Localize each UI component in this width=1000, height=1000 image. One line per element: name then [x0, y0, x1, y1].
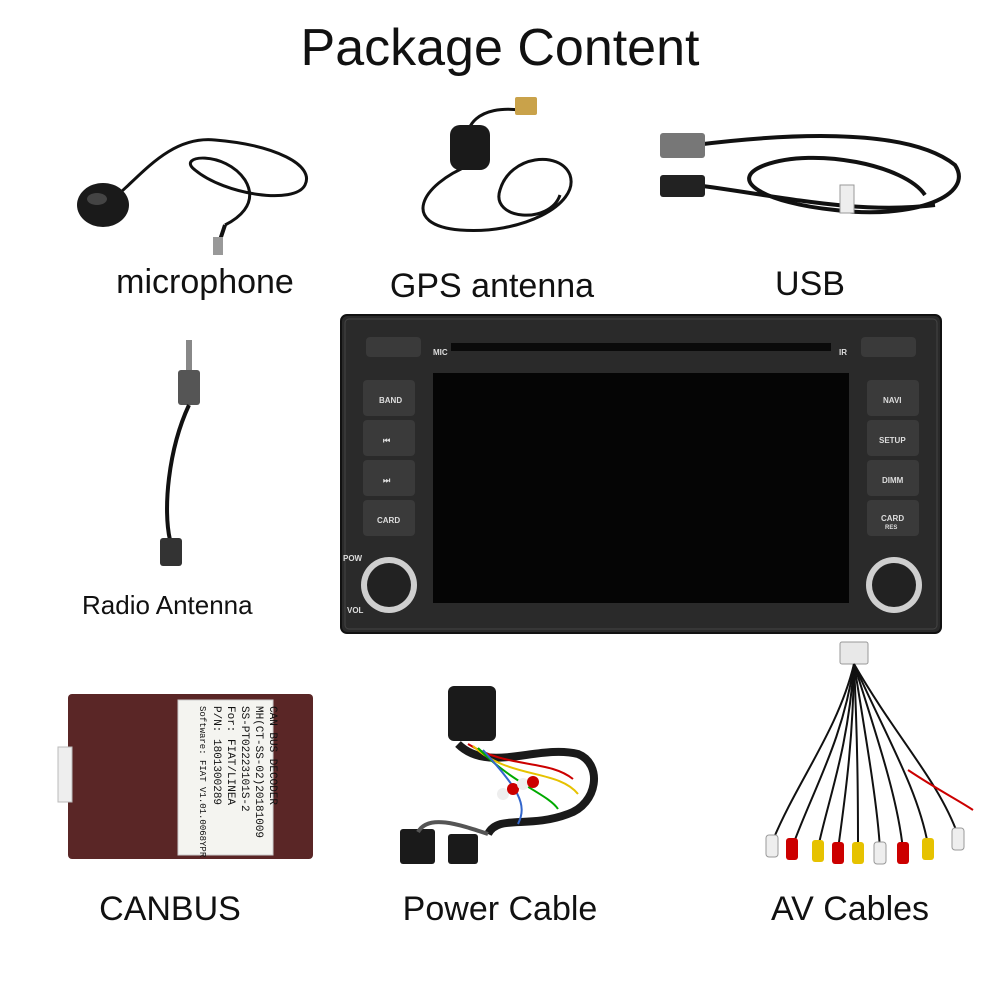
decoder-line-5: P/N: 1801300289 — [210, 706, 222, 805]
microphone-label: microphone — [116, 263, 294, 301]
navi-button[interactable]: NAVI — [883, 396, 902, 405]
pow-label: POW — [343, 554, 363, 563]
decoder-line-3: SS-PT02223101S-2 — [238, 706, 250, 812]
head-unit-image: MIC IR BAND ⏮ ⏭ CARD NAVI SETUP DIMM CAR… — [340, 314, 942, 634]
prev-button[interactable]: ⏮ — [383, 436, 390, 445]
radio-antenna-label: Radio Antenna — [82, 590, 253, 620]
vol-label: VOL — [347, 606, 364, 615]
next-button[interactable]: ⏭ — [383, 476, 391, 485]
canbus-label: CANBUS — [99, 890, 241, 928]
decoder-line-6: Software: FIAT V1.01.0068YPR — [197, 706, 207, 858]
card-button-right[interactable]: CARD — [881, 514, 904, 523]
dimm-button[interactable]: DIMM — [882, 476, 904, 485]
decoder-line-2: MH(CT-SS-02)20181009 — [252, 706, 264, 838]
av-cables-image — [765, 641, 974, 865]
av-cables-label: AV Cables — [770, 890, 930, 928]
power-cable-label: Power Cable — [402, 890, 598, 928]
radio-antenna-image — [160, 340, 200, 566]
decoder-line-1: CAN BUS DECODER — [266, 706, 278, 805]
decoder-line-4: For: FIAT/LINEA — [224, 706, 236, 805]
usb-cable-image — [660, 133, 961, 215]
gps-antenna-image — [421, 97, 573, 233]
usb-label: USB — [775, 265, 845, 303]
canbus-decoder-image: CAN BUS DECODER MH(CT-SS-02)20181009 SS-… — [57, 694, 313, 859]
microphone-image — [77, 138, 308, 255]
left-button-column: BAND ⏮ ⏭ CARD — [363, 380, 415, 536]
band-button[interactable]: BAND — [379, 396, 402, 405]
page-title: Package Content — [300, 19, 700, 77]
mic-label: MIC — [433, 348, 448, 357]
right-button-column: NAVI SETUP DIMM CARD RES — [867, 380, 919, 536]
power-cable-image — [400, 686, 598, 864]
setup-button[interactable]: SETUP — [879, 436, 906, 445]
ir-label: IR — [839, 348, 847, 357]
screen — [433, 373, 849, 603]
gps-antenna-label: GPS antenna — [389, 267, 595, 305]
res-label: RES — [885, 525, 897, 531]
card-button-left[interactable]: CARD — [377, 516, 400, 525]
